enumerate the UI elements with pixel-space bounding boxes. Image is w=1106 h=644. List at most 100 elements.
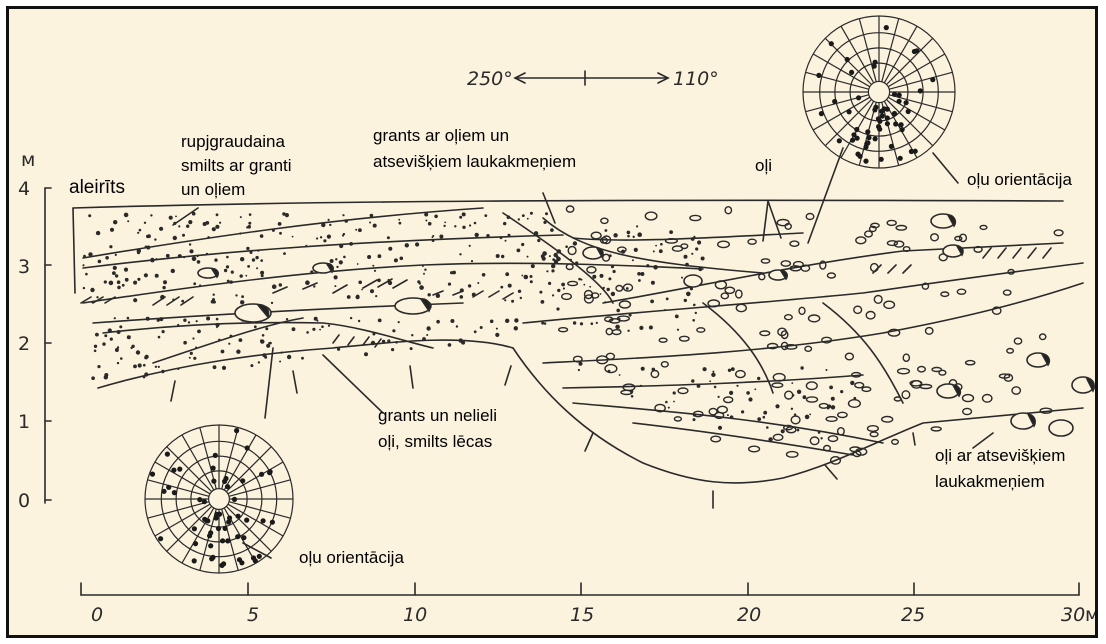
- grit-dot: [133, 281, 137, 285]
- grit-dot: [278, 222, 282, 226]
- pebble: [931, 427, 941, 431]
- pebble: [809, 315, 820, 322]
- grit-dot: [709, 380, 711, 382]
- label-grants-un-nelieli-1: grants un nelieli: [378, 406, 497, 425]
- cross-section-diagram: 250° 110° м 4 3 2 1 0 0 5 10 15 20 25 30…: [9, 9, 1095, 635]
- grit-dot: [358, 320, 360, 322]
- grit-dot: [392, 329, 395, 332]
- distance-tick-30: 30: [1061, 604, 1085, 626]
- grit-dot: [158, 366, 160, 368]
- grit-dot: [641, 367, 645, 371]
- grit-dot: [82, 264, 84, 266]
- grit-dot: [718, 396, 720, 398]
- grit-dot: [665, 401, 668, 404]
- grit-dot: [477, 282, 479, 284]
- grit-dot: [196, 320, 198, 322]
- grit-dot: [144, 273, 148, 277]
- grit-dot: [241, 295, 244, 298]
- grit-dot: [334, 275, 338, 279]
- grit-dot: [551, 264, 555, 268]
- grit-dot: [518, 290, 521, 293]
- grit-dot: [800, 366, 803, 369]
- grit-dot: [736, 385, 738, 387]
- pebble: [865, 231, 873, 237]
- grit-dot: [250, 364, 253, 367]
- grit-dot: [422, 337, 426, 341]
- grit-dot: [448, 344, 450, 346]
- pebble: [903, 247, 909, 252]
- pebble: [661, 362, 668, 367]
- grit-dot: [791, 382, 793, 384]
- grit-dot: [104, 375, 108, 379]
- grit-dot: [83, 287, 85, 289]
- grit-dot: [579, 362, 583, 366]
- grit-dot: [650, 300, 654, 304]
- grit-dot: [349, 242, 353, 246]
- grit-dot: [461, 341, 465, 345]
- grit-dot: [388, 279, 390, 281]
- grit-dot: [260, 271, 264, 275]
- grit-dot: [791, 408, 793, 410]
- label-grants-ar-oliem-2: atsevišķiem laukakmeņiem: [373, 152, 576, 171]
- grit-dot: [246, 247, 249, 250]
- grit-dot: [246, 226, 248, 228]
- grit-dot: [541, 322, 544, 325]
- pebble: [760, 331, 770, 336]
- grit-dot: [556, 257, 560, 261]
- grit-dot: [692, 319, 695, 322]
- grit-dot: [367, 255, 371, 259]
- pebble: [603, 254, 610, 261]
- grit-dot: [105, 256, 109, 260]
- grit-dot: [172, 299, 174, 301]
- grit-dot: [666, 298, 669, 301]
- grit-dot: [456, 325, 458, 327]
- grit-dot: [240, 300, 244, 304]
- grit-dot: [313, 285, 315, 287]
- grit-dot: [283, 252, 286, 255]
- grit-dot: [228, 343, 230, 345]
- grit-dot: [405, 243, 409, 247]
- grit-dot: [459, 253, 461, 255]
- label-rupjgraudaina-1: rupjgraudaina: [181, 132, 286, 151]
- grit-dot: [638, 279, 641, 282]
- height-unit: м: [21, 149, 35, 171]
- grit-dot: [329, 224, 331, 226]
- grit-dot: [221, 350, 225, 354]
- grit-dot: [480, 326, 483, 329]
- orientation-rose-top: [803, 16, 955, 168]
- grit-dot: [541, 300, 545, 304]
- grit-dot: [161, 370, 164, 373]
- grit-dot: [192, 337, 194, 339]
- pebble: [681, 244, 688, 249]
- grit-dot: [619, 374, 621, 376]
- grit-dot: [615, 325, 620, 330]
- grit-dot: [781, 429, 785, 433]
- pebble: [807, 397, 818, 402]
- grit-dot: [344, 219, 348, 223]
- grit-dot: [471, 260, 473, 262]
- height-tick-1: 1: [18, 411, 30, 433]
- grit-dot: [272, 229, 275, 232]
- grit-dot: [339, 260, 343, 264]
- grit-dot: [629, 314, 632, 317]
- pebble: [966, 361, 975, 365]
- grit-dot: [235, 294, 237, 296]
- grit-dot: [490, 320, 494, 324]
- pebble: [892, 440, 899, 445]
- grit-dot: [450, 271, 453, 274]
- grit-dot: [188, 321, 190, 323]
- grit-dot: [286, 318, 288, 320]
- grit-dot: [496, 328, 498, 330]
- distance-unit: м: [1085, 604, 1095, 626]
- grit-dot: [160, 295, 165, 300]
- grit-dot: [534, 231, 538, 235]
- grit-dot: [96, 231, 100, 235]
- grit-dot: [508, 234, 511, 237]
- grit-dot: [517, 249, 521, 253]
- height-tick-4: 4: [18, 178, 30, 200]
- grit-dot: [578, 278, 581, 281]
- grit-dot: [104, 280, 107, 283]
- grit-dot: [415, 242, 419, 246]
- grit-dot: [685, 263, 689, 267]
- grit-dot: [530, 212, 533, 215]
